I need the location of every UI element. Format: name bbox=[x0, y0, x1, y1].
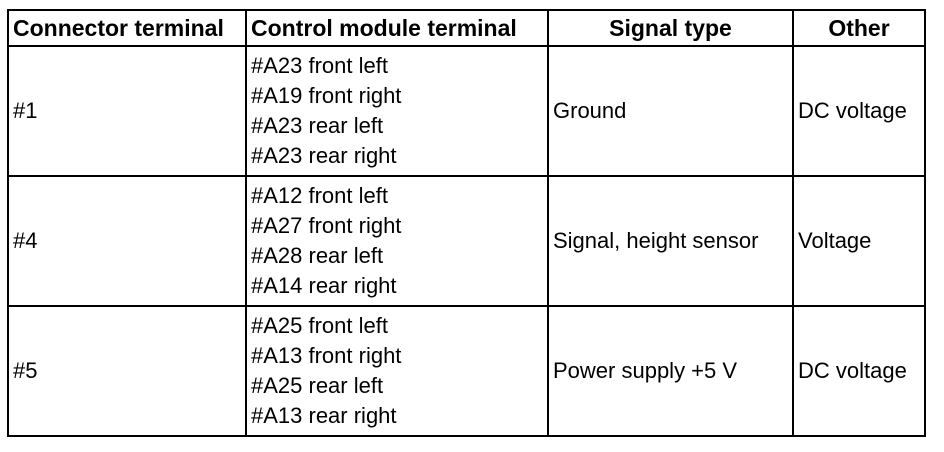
module-terminal-line: #A25 rear left bbox=[251, 373, 384, 398]
header-control-module-terminal: Control module terminal bbox=[245, 9, 549, 47]
control-module-terminal-cell: #A12 front left #A27 front right #A28 re… bbox=[245, 175, 549, 307]
module-terminal-line: #A13 rear right bbox=[251, 403, 397, 428]
signal-type-cell: Power supply +5 V bbox=[547, 305, 794, 437]
module-terminal-line: #A27 front right bbox=[251, 213, 402, 238]
other-cell: Voltage bbox=[792, 175, 926, 307]
terminal-table-container: Connector terminal Control module termin… bbox=[7, 9, 926, 437]
table-row: #4 #A12 front left #A27 front right #A28… bbox=[7, 175, 926, 307]
other-cell: DC voltage bbox=[792, 45, 926, 177]
table-row: #5 #A25 front left #A13 front right #A25… bbox=[7, 305, 926, 437]
connector-terminal-cell: #1 bbox=[7, 45, 247, 177]
header-other: Other bbox=[792, 9, 926, 47]
module-terminal-line: #A13 front right bbox=[251, 343, 402, 368]
module-terminal-line: #A23 rear left bbox=[251, 113, 384, 138]
table-row: #1 #A23 front left #A19 front right #A23… bbox=[7, 45, 926, 177]
module-terminal-line: #A28 rear left bbox=[251, 243, 384, 268]
connector-terminal-cell: #5 bbox=[7, 305, 247, 437]
signal-type-cell: Ground bbox=[547, 45, 794, 177]
module-terminal-line: #A25 front left bbox=[251, 313, 388, 338]
module-terminal-line: #A14 rear right bbox=[251, 273, 397, 298]
control-module-terminal-cell: #A23 front left #A19 front right #A23 re… bbox=[245, 45, 549, 177]
other-cell: DC voltage bbox=[792, 305, 926, 437]
header-signal-type: Signal type bbox=[547, 9, 794, 47]
header-connector-terminal: Connector terminal bbox=[7, 9, 247, 47]
control-module-terminal-cell: #A25 front left #A13 front right #A25 re… bbox=[245, 305, 549, 437]
module-terminal-line: #A12 front left bbox=[251, 183, 388, 208]
terminal-table: Connector terminal Control module termin… bbox=[7, 9, 926, 437]
header-row: Connector terminal Control module termin… bbox=[7, 9, 926, 47]
signal-type-cell: Signal, height sensor bbox=[547, 175, 794, 307]
connector-terminal-cell: #4 bbox=[7, 175, 247, 307]
module-terminal-line: #A23 rear right bbox=[251, 143, 397, 168]
module-terminal-line: #A19 front right bbox=[251, 83, 402, 108]
module-terminal-line: #A23 front left bbox=[251, 53, 388, 78]
